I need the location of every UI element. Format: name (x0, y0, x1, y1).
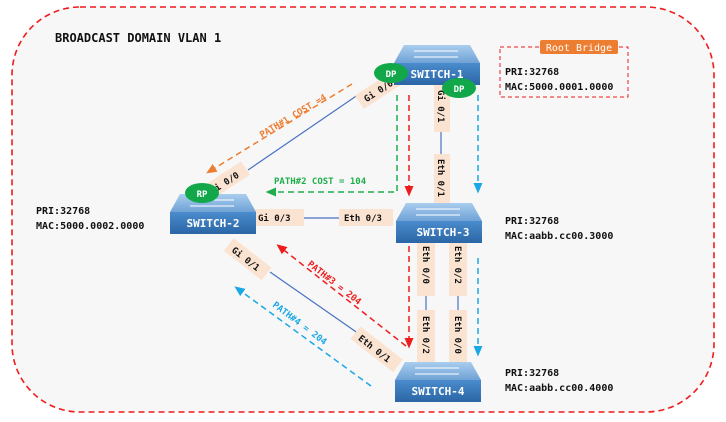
port-sw3-eth03: Eth 0/3 (339, 209, 393, 226)
switch-arrows-icon (415, 367, 459, 375)
svg-text:Eth 0/1: Eth 0/1 (435, 159, 445, 197)
root-bridge-badge-text: Root Bridge (546, 43, 612, 54)
port-sw4-eth00: Eth 0/0 (449, 310, 467, 366)
domain-title: BROADCAST DOMAIN VLAN 1 (55, 31, 221, 45)
svg-text:DP: DP (454, 85, 465, 95)
svg-text:Gi 0/3: Gi 0/3 (258, 213, 291, 224)
switch-body (170, 212, 256, 234)
svg-text:SWITCH-1: SWITCH-1 (411, 68, 464, 81)
port-sw4-eth02: Eth 0/2 (417, 310, 435, 366)
sw1-mac: MAC:5000.0001.0000 (505, 82, 613, 93)
port-sw3-eth00: Eth 0/0 (417, 240, 435, 296)
switch-top (395, 362, 481, 380)
role-badge-sw1-gi01: DP (442, 78, 476, 98)
svg-text:SWITCH-4: SWITCH-4 (412, 385, 465, 398)
sw3-priority: PRI:32768 (505, 216, 559, 227)
svg-text:Eth 0/2: Eth 0/2 (452, 246, 462, 284)
svg-text:Eth 0/0: Eth 0/0 (452, 316, 462, 354)
path2-arrow (265, 95, 398, 197)
switch-4[interactable]: SWITCH-4 (395, 362, 481, 402)
svg-text:DP: DP (386, 70, 397, 80)
sw4-priority: PRI:32768 (505, 368, 559, 379)
svg-text:SWITCH-3: SWITCH-3 (417, 226, 470, 239)
svg-text:SWITCH-2: SWITCH-2 (187, 217, 240, 230)
switch-1[interactable]: SWITCH-1 (394, 45, 480, 85)
switch-body (395, 380, 481, 402)
sw2-mac: MAC:5000.0002.0000 (36, 221, 144, 232)
root-bridge-badge (540, 40, 618, 54)
port-sw3-eth01: Eth 0/1 (434, 154, 450, 206)
switch-3[interactable]: SWITCH-3 (396, 203, 482, 243)
svg-text:Eth 0/2: Eth 0/2 (420, 316, 430, 354)
port-sw1-gi01: Gi 0/1 (434, 84, 450, 132)
sw3-mac: MAC:aabb.cc00.3000 (505, 231, 613, 242)
path4-arrow-sw4-sw2 (234, 286, 372, 387)
link-sw2-sw4 (269, 271, 363, 337)
svg-text:RP: RP (197, 190, 208, 200)
switch-arrows-icon (414, 50, 458, 58)
svg-text:Eth 0/0: Eth 0/0 (420, 246, 430, 284)
path2-label: PATH#2 COST = 104 (274, 177, 367, 187)
role-badge-sw1-gi00: DP (374, 63, 408, 83)
sw2-priority: PRI:32768 (36, 206, 90, 217)
port-sw2-gi03: Gi 0/3 (252, 209, 304, 226)
switch-top (394, 45, 480, 63)
svg-text:Gi 0/1: Gi 0/1 (435, 90, 446, 123)
sw4-mac: MAC:aabb.cc00.4000 (505, 383, 613, 394)
svg-text:Eth 0/3: Eth 0/3 (344, 214, 382, 224)
role-badge-sw2-gi00: RP (185, 183, 219, 203)
switch-top (396, 203, 482, 221)
switch-body (396, 221, 482, 243)
link-sw1-sw2 (247, 87, 369, 171)
switch-arrows-icon (416, 208, 460, 216)
port-sw3-eth02: Eth 0/2 (449, 240, 467, 296)
path1-arrow (206, 83, 353, 174)
sw1-priority: PRI:32768 (505, 67, 559, 78)
path3-arrow-sw4-sw2 (276, 244, 407, 347)
